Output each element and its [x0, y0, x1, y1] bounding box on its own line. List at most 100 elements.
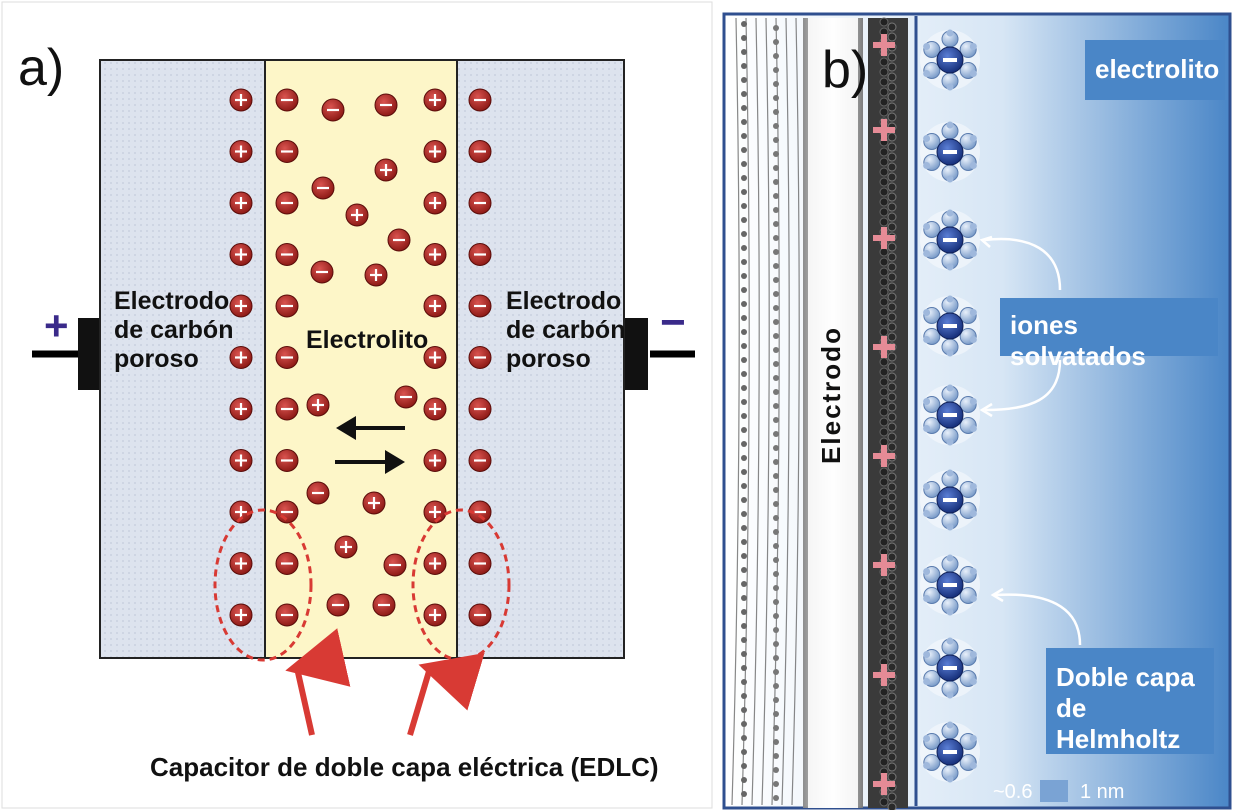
- cation-left-layer: [229, 294, 253, 318]
- anion-right-layer: [468, 397, 492, 421]
- anion-right-layer: [468, 88, 492, 112]
- free-cation: [374, 158, 398, 182]
- anion-left-layer: [275, 191, 299, 215]
- anion-left-layer: [275, 294, 299, 318]
- anion-left-layer: [275, 500, 299, 524]
- anion-right-layer: [468, 603, 492, 627]
- cation-left-layer: [229, 500, 253, 524]
- edlc-left-circle: [213, 508, 313, 662]
- anion-left-layer: [275, 88, 299, 112]
- cation-right-layer: [423, 449, 447, 472]
- cation-left-layer: [229, 449, 253, 472]
- pointer-lower: [984, 359, 1062, 412]
- pointer-helmholtz-head: [990, 587, 1004, 603]
- arrow-left-head: [336, 416, 356, 440]
- electrode-label: Electrodo: [816, 326, 847, 464]
- anion-left-layer: [275, 603, 299, 627]
- pointer-upper: [984, 237, 1062, 291]
- cation-right-layer: [423, 140, 447, 163]
- surface-plus-charge: [873, 773, 895, 795]
- scale-swatch: [1040, 780, 1068, 802]
- solvated-anion: [920, 637, 980, 699]
- anion-left-layer: [275, 449, 299, 472]
- surface-plus-charge: [873, 34, 895, 56]
- free-anion: [326, 593, 350, 617]
- left-electrode-line-1: Electrodo: [114, 287, 230, 315]
- helmholtz-line-2: Helmholtz: [1056, 724, 1181, 755]
- anion-right-layer: [468, 243, 492, 266]
- free-anion: [321, 98, 345, 122]
- anion-right-layer: [468, 294, 492, 318]
- surface-plus-charge: [873, 664, 895, 686]
- electrolyte-label: electrolito: [1085, 40, 1225, 100]
- cation-left-layer: [229, 603, 253, 627]
- surface-plus-charge: [873, 336, 895, 358]
- plus-terminal-sign: +: [44, 302, 69, 349]
- anion-right-layer: [468, 140, 492, 163]
- cation-right-layer: [423, 397, 447, 421]
- pointer-helmholtz: [994, 593, 1082, 646]
- panel-a-label: a): [18, 39, 65, 97]
- scale-approx-text: ~0.6: [993, 781, 1033, 803]
- free-anion: [372, 593, 396, 617]
- cation-left-layer: [229, 346, 253, 369]
- edlc-arrow-left: [285, 628, 351, 736]
- cation-left-layer: [229, 88, 253, 112]
- anion-right-layer: [468, 346, 492, 369]
- free-anion: [387, 228, 411, 252]
- anion-right-layer: [468, 191, 492, 215]
- surface-charges: [873, 34, 895, 795]
- electrode-surface-chain: [868, 17, 908, 810]
- left-electrode-line-2: de carbón: [114, 315, 234, 344]
- cation-right-layer: [423, 243, 447, 266]
- free-cation: [334, 535, 358, 559]
- left-electrode-text: Electrodo de carbón poroso: [114, 287, 233, 373]
- right-electrode-line-3: poroso: [506, 344, 591, 373]
- surface-plus-charge: [873, 227, 895, 249]
- cation-right-layer: [423, 552, 447, 575]
- solvated-anion: [920, 721, 980, 783]
- solvated-anion: [920, 209, 980, 271]
- anion-right-layer: [468, 449, 492, 472]
- cation-right-layer: [423, 191, 447, 215]
- cation-right-layer: [423, 603, 447, 627]
- electrode-slab-core: [808, 18, 858, 808]
- solvated-anion: [920, 121, 980, 183]
- helmholtz-label: Doble capa de Helmholtz: [1046, 648, 1214, 754]
- anion-left-layer: [275, 140, 299, 163]
- cation-right-layer: [423, 88, 447, 112]
- scale-nm-text: 1 nm: [1080, 781, 1125, 803]
- anion-left-layer: [275, 243, 299, 266]
- anion-right-layer: [468, 500, 492, 524]
- pointer-lower-head: [979, 402, 993, 418]
- free-cation: [364, 263, 388, 287]
- free-anion: [394, 385, 418, 409]
- free-anion: [374, 93, 398, 117]
- cation-right-layer: [423, 294, 447, 318]
- cation-left-layer: [229, 243, 253, 266]
- right-electrode-line-1: Electrodo: [506, 287, 622, 315]
- solvated-anion: [920, 295, 980, 357]
- solvated-anion: [920, 554, 980, 616]
- electrode-lattice: [731, 17, 800, 806]
- solvated-anion: [920, 469, 980, 531]
- right-terminal: [624, 318, 648, 390]
- left-electrode-line-3: poroso: [114, 344, 199, 373]
- cation-left-layer: [229, 140, 253, 163]
- anion-right-layer: [468, 552, 492, 575]
- free-cation: [362, 491, 386, 515]
- edlc-caption: Capacitor de doble capa eléctrica (EDLC): [150, 752, 659, 782]
- anion-left-layer: [275, 397, 299, 421]
- helmholtz-line-1: Doble capa de: [1056, 662, 1195, 724]
- solvated-anion: [920, 384, 980, 446]
- solvated-ions-label: iones solvatados: [1000, 298, 1218, 371]
- arrow-right-head: [385, 450, 405, 474]
- ions-layer: [229, 88, 492, 627]
- anion-left-layer: [275, 552, 299, 575]
- cation-left-layer: [229, 552, 253, 575]
- cation-left-layer: [229, 191, 253, 215]
- free-anion: [306, 481, 330, 505]
- left-terminal: [78, 318, 102, 390]
- solvated-ions: [920, 29, 980, 783]
- cation-left-layer: [229, 397, 253, 421]
